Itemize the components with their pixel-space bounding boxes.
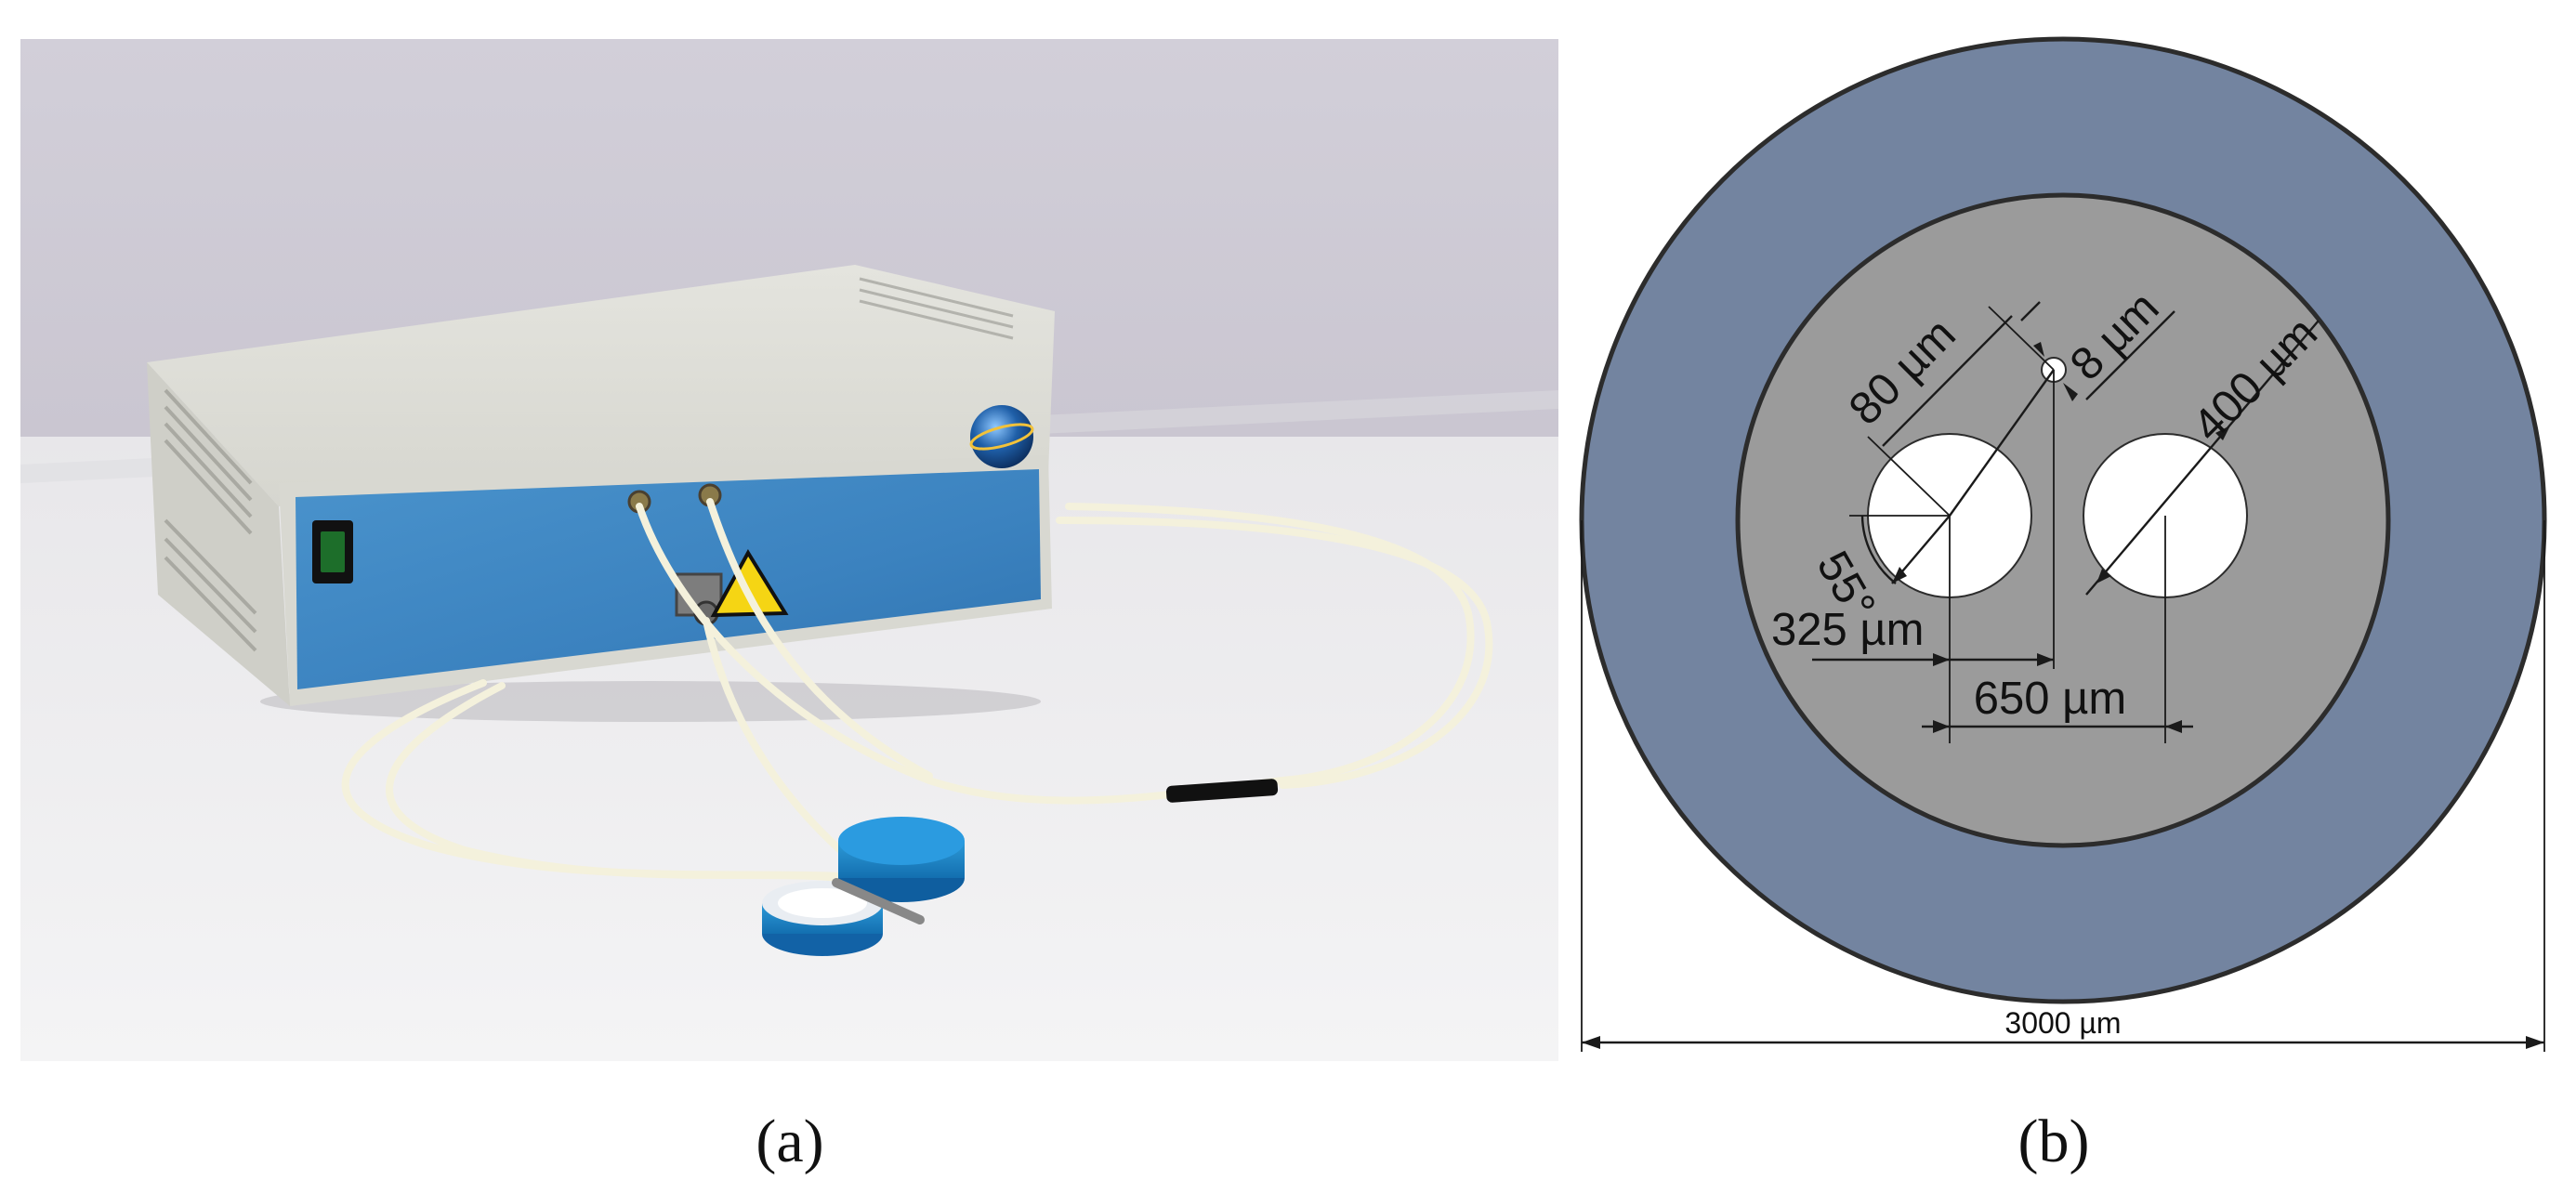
dimension-lines [1581,301,2545,1052]
fiber-probe [762,817,965,956]
inner-core-region [1735,192,2391,848]
top-vents [859,277,1014,340]
laser-warning-icon [710,549,789,618]
label-half-spacing: 325 µm [1771,605,1924,655]
globe-logo-icon [970,405,1033,468]
label-spacing: 650 µm [1974,674,2126,724]
label-outer-diameter: 3000 µm [2004,1006,2121,1040]
device-front-panel [296,469,1041,689]
device-unit [147,265,1055,706]
left-side-vents [164,388,257,652]
fiber-junction-sleeve [1165,779,1279,803]
optical-fibers [341,498,1493,886]
panel-a-photo [20,39,1558,1061]
device-top-lid [147,265,1055,506]
panel-b-diagram: 80 µm 8 µm 400 µm 55° 325 µm 650 µm 3000… [1579,36,2547,1052]
device-left-side [147,362,290,706]
panel-a-caption: (a) [756,1108,823,1175]
panel-b-caption: (b) [2018,1108,2090,1175]
power-switch-light [321,531,345,572]
